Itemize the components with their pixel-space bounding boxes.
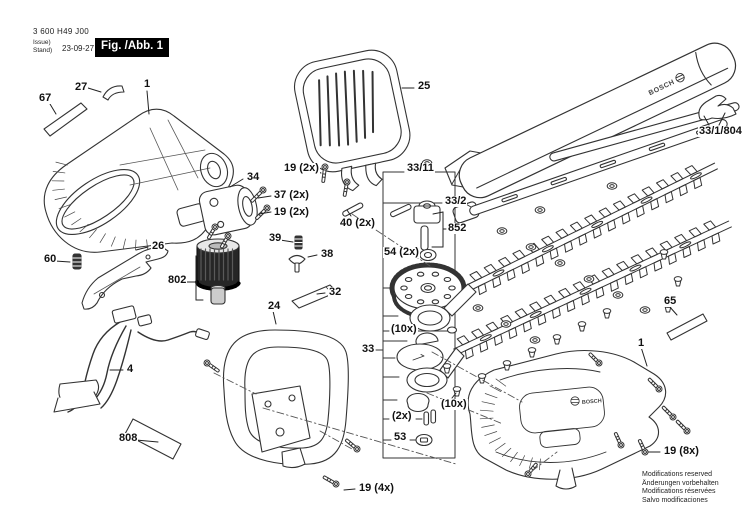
rear-housing-drawing [43, 108, 234, 253]
part-label-27: 27 [74, 81, 89, 93]
bridge-26-drawing [81, 246, 169, 310]
washer-10x-drawing [446, 326, 458, 334]
part-number: 3 600 H49 J00 [33, 27, 89, 36]
sticker-67-drawing [43, 102, 88, 137]
sticker-808-drawing [124, 418, 182, 460]
spring-39-drawing [294, 235, 303, 250]
disc-drawing [396, 343, 444, 371]
part-label-54: 54 (2x) [383, 246, 420, 258]
issue-stand-label: Issue) Stand) [33, 39, 52, 55]
part-label-67: 67 [38, 92, 53, 104]
modifications-note: Modifications reserved Änderungen vorbeh… [642, 471, 719, 505]
harness-4-drawing [53, 305, 210, 413]
part-label-38: 38 [320, 248, 335, 260]
part-label-1-left: 1 [143, 78, 152, 90]
support-rail-33-2-drawing [452, 118, 728, 224]
modifications-note-de: Änderungen vorbehalten [642, 479, 719, 487]
clip-27-drawing [102, 85, 125, 101]
modifications-note-fr: Modifications réservées [642, 488, 716, 496]
pins-2x-drawing [423, 409, 437, 426]
part-label-65: 65 [663, 295, 678, 307]
part-label-33-1-804: 33/1/804 [698, 125, 743, 137]
sticker-65-drawing [666, 313, 708, 341]
figure-badge: Fig. /Abb. 1 [95, 38, 169, 57]
modifications-note-en: Modifications reserved [642, 471, 713, 478]
part-label-10x-b: (10x) [440, 398, 468, 410]
pin-40-drawing [342, 202, 364, 217]
part-label-19-a: 19 (2x) [273, 206, 310, 218]
bosch-logo-housing: BOSCH [570, 396, 602, 406]
part-label-808: 808 [118, 432, 139, 444]
hand-guard-25-drawing [293, 49, 411, 192]
part-label-32: 32 [328, 286, 343, 298]
tip-guard-drawing [698, 94, 737, 121]
part-label-24: 24 [267, 300, 282, 312]
part-label-34: 34 [246, 171, 261, 183]
stand-label: Stand) [33, 47, 53, 54]
gearbox-34-drawing [198, 184, 258, 236]
blade-cover-drawing: BOSCH [458, 42, 737, 199]
part-label-25: 25 [417, 80, 432, 92]
part-label-60: 60 [43, 253, 58, 265]
part-label-4: 4 [126, 363, 135, 375]
pin-40b-drawing [390, 203, 412, 218]
cap-drawing [406, 393, 430, 413]
part-label-40: 40 (2x) [339, 217, 376, 229]
part-label-33-11: 33/11 [406, 162, 435, 174]
issue-date: 23-09-27 [62, 44, 95, 53]
part-label-1-right: 1 [637, 337, 646, 349]
conrod-1-drawing [409, 283, 477, 332]
part-label-10x-a: (10x) [390, 323, 418, 335]
part-label-802: 802 [167, 274, 188, 286]
cam-half-drawing [415, 332, 439, 346]
part-label-2x: (2x) [391, 410, 413, 422]
part-label-26: 26 [151, 240, 166, 252]
part-label-33-2: 33/2 [444, 195, 468, 207]
coupler-38-drawing [288, 254, 306, 273]
part-label-19-b: 19 (2x) [283, 162, 320, 174]
bearing-852-drawing [413, 200, 441, 251]
part-label-19-4x: 19 (4x) [358, 482, 395, 494]
part-label-39: 39 [268, 232, 283, 244]
issue-label: Issue) [33, 39, 51, 46]
front-housing-drawing: BOSCH [467, 350, 667, 490]
cover-strip-drawing [549, 102, 740, 162]
svg-text:BOSCH: BOSCH [582, 398, 602, 406]
nut-53-drawing [415, 433, 433, 447]
modifications-note-es: Salvo modificaciones [642, 496, 708, 504]
part-label-37: 37 (2x) [273, 189, 310, 201]
washer-54-drawing [419, 248, 437, 262]
part-label-852: 852 [447, 222, 468, 234]
part-label-19-8x: 19 (8x) [663, 445, 700, 457]
spring-60-drawing [72, 253, 82, 270]
part-label-33: 33 [361, 343, 376, 355]
part-label-53: 53 [393, 431, 408, 443]
front-handle-24-drawing [222, 329, 349, 469]
